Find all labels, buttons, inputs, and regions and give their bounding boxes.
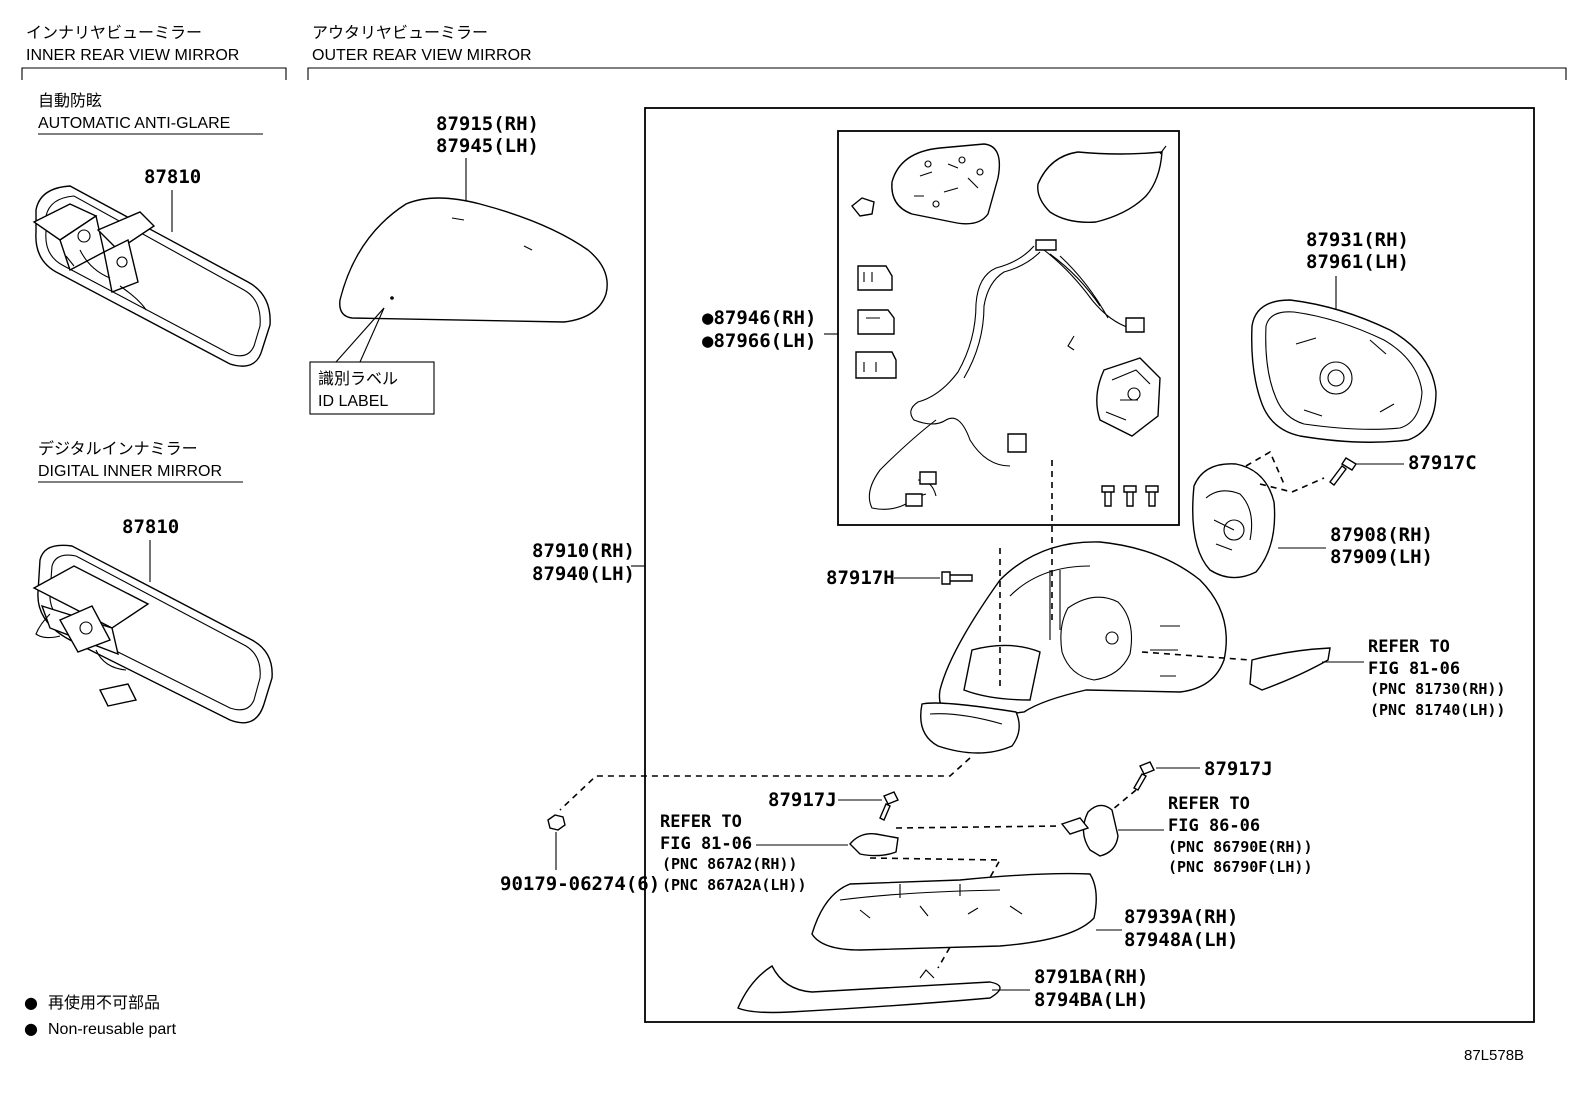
small-clip-icon <box>851 197 875 217</box>
digital-mirror-en: DIGITAL INNER MIRROR <box>38 463 222 480</box>
garnish-rh-part: 8791BA(RH) <box>1034 966 1148 988</box>
screw-j-right-guide <box>1099 789 1137 821</box>
refer1-line1: REFER TO <box>1368 637 1450 657</box>
inner-mirror-title-en: INNER REAR VIEW MIRROR <box>26 47 239 64</box>
refer2-line1: REFER TO <box>1168 794 1250 814</box>
screw-h-part: 87917H <box>826 567 895 589</box>
refer1-line2: FIG 81-06 <box>1368 659 1460 679</box>
screw-j-left-part: 87917J <box>768 789 837 811</box>
actuator-drawing <box>1096 357 1161 437</box>
mirror-housing-drawing <box>920 541 1227 754</box>
legend-bullet-1: ● <box>24 993 38 1012</box>
refer1-guide <box>1141 651 1251 661</box>
wire-harness-subframe <box>837 130 1180 526</box>
garnish-drawing <box>737 964 1001 1014</box>
lower-cover-lh-part: 87948A(LH) <box>1124 929 1238 951</box>
refer1-line4: (PNC 81740(LH)) <box>1370 701 1505 719</box>
wire-harness-drawing <box>868 239 1145 510</box>
refer2-line3: (PNC 86790E(RH)) <box>1168 838 1313 856</box>
connector-icons <box>855 265 897 379</box>
legend-jp: 再使用不可部品 <box>48 993 160 1012</box>
screw-c-icon <box>1329 457 1357 486</box>
camera-icon <box>849 833 899 857</box>
screw-h-icon <box>941 571 973 585</box>
mirror-motor-drawing <box>1192 463 1276 579</box>
id-label-jp: 識別ラベル <box>318 369 398 388</box>
id-label-leader-b <box>335 307 385 363</box>
auto-mirror-part-number: 87810 <box>144 166 201 188</box>
refer3-line3: (PNC 867A2(RH)) <box>662 855 797 873</box>
screw-set-icon <box>1101 485 1159 507</box>
mirror-cover-drawing <box>339 197 608 323</box>
mirror-glass-plate-drawing <box>1037 145 1167 223</box>
assembly-rh-part: 87910(RH) <box>532 540 635 562</box>
inner-mirror-title-jp: インナリヤビューミラー <box>26 23 202 42</box>
inner-section-bracket <box>21 67 287 80</box>
refer3-line2: FIG 81-06 <box>660 834 752 854</box>
legend-bullet-2: ● <box>24 1019 38 1038</box>
side-turn-lamp-drawing <box>1249 647 1331 691</box>
digital-inner-mirror-drawing <box>32 544 273 724</box>
outer-mirror-title-jp: アウタリヤビューミラー <box>312 23 488 42</box>
glass-rh-part: 87931(RH) <box>1306 229 1409 251</box>
refer3-line4: (PNC 867A2A(LH)) <box>662 876 807 894</box>
refer2-line2: FIG 86-06 <box>1168 816 1260 836</box>
mirror-glass-backing-drawing <box>1251 299 1437 443</box>
glass-lh-part: 87961(LH) <box>1306 251 1409 273</box>
outer-section-bracket <box>307 67 1567 80</box>
screw-c-part: 87917C <box>1408 452 1477 474</box>
cover-rh-part: 87915(RH) <box>436 113 539 135</box>
motor-lh-part: 87909(LH) <box>1330 546 1433 568</box>
id-label-leader-a <box>359 307 385 363</box>
motor-rh-part: 87908(RH) <box>1330 524 1433 546</box>
digital-mirror-part-number: 87810 <box>122 516 179 538</box>
puddle-lamp-bracket-drawing <box>1060 804 1119 857</box>
assembly-lh-part: 87940(LH) <box>532 563 635 585</box>
digital-mirror-jp: デジタルインナミラー <box>38 439 198 458</box>
motor-dash-guide <box>1245 450 1325 493</box>
bracket-guide <box>895 825 1061 829</box>
outer-mirror-title-en: OUTER REAR VIEW MIRROR <box>312 47 532 64</box>
figure-id: 87L578B <box>1464 1047 1524 1064</box>
auto-anti-glare-en: AUTOMATIC ANTI-GLARE <box>38 115 230 132</box>
screw-j-right-part: 87917J <box>1204 758 1273 780</box>
nut-part: 90179-06274(6) <box>500 873 660 895</box>
garnish-lh-part: 8794BA(LH) <box>1034 989 1148 1011</box>
refer1-line3: (PNC 81730(RH)) <box>1370 680 1505 698</box>
id-label-box <box>309 361 435 415</box>
screw-j-right-icon <box>1133 761 1155 791</box>
wire-harness-lh-part: ●87966(LH) <box>702 330 816 352</box>
refer2-line4: (PNC 86790F(LH)) <box>1168 858 1313 876</box>
auto-anti-glare-jp: 自動防眩 <box>38 91 102 110</box>
id-label-en: ID LABEL <box>318 393 388 410</box>
heater-plate-drawing <box>891 143 1001 225</box>
legend-en: Non-reusable part <box>48 1021 177 1038</box>
refer3-line1: REFER TO <box>660 812 742 832</box>
nut-icon <box>547 814 566 831</box>
wire-harness-rh-part: ●87946(RH) <box>702 307 816 329</box>
lower-cover-rh-part: 87939A(RH) <box>1124 906 1238 928</box>
lower-cover-drawing <box>811 872 1097 951</box>
auto-anti-glare-mirror-drawing <box>32 185 271 367</box>
outer-mirror-assembly-frame <box>644 107 1535 1023</box>
cover-lh-part: 87945(LH) <box>436 135 539 157</box>
screw-j-left-icon <box>879 791 899 821</box>
nut-guide <box>559 757 971 811</box>
